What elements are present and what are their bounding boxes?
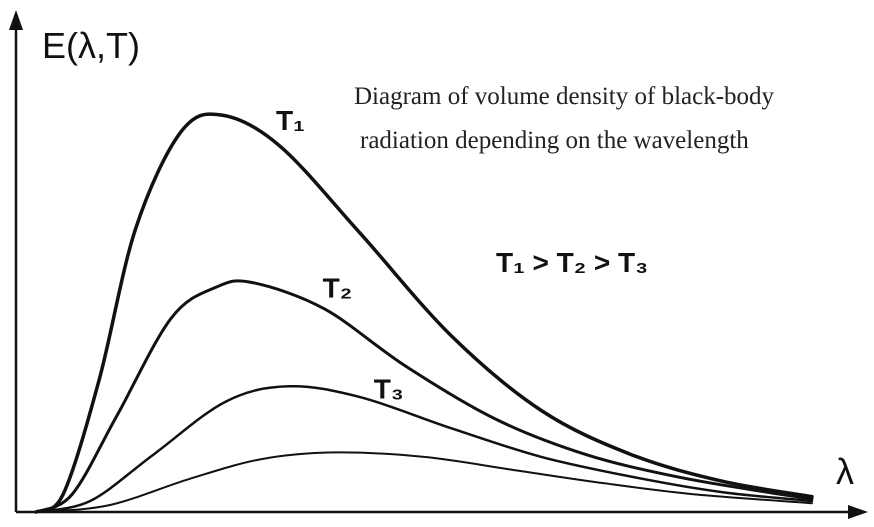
series-curve-1 — [34, 112, 814, 514]
series-curves — [34, 112, 814, 514]
y-axis-arrow-icon — [9, 10, 23, 30]
series-label-3: T₃ — [374, 373, 404, 404]
series-labels: T₁ T₂ T₃ — [276, 105, 404, 404]
series-curve-3 — [34, 384, 814, 514]
series-label-2: T₂ — [323, 273, 353, 304]
chart-title-line-2: radiation depending on the wavelength — [360, 127, 749, 154]
temperature-relation: T₁ > T₂ > T₃ — [496, 247, 648, 278]
y-axis — [9, 10, 23, 512]
chart-title-line-1: Diagram of volume density of black-body — [354, 83, 775, 110]
x-axis-label: λ — [836, 451, 854, 492]
x-axis-arrow-icon — [848, 505, 868, 519]
y-axis-label: E(λ,T) — [42, 25, 140, 66]
series-label-1: T₁ — [276, 105, 305, 136]
series-curve-2 — [34, 279, 814, 514]
series-curve-4 — [35, 451, 813, 513]
x-axis — [16, 505, 868, 519]
